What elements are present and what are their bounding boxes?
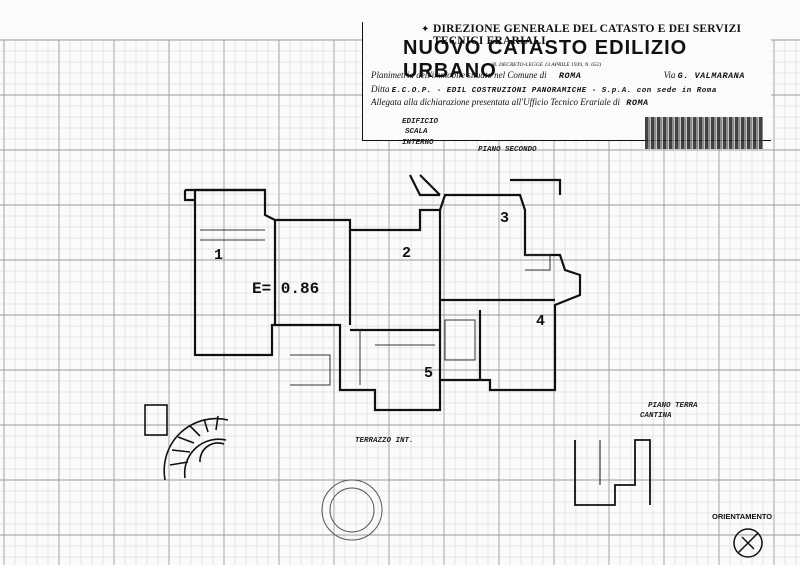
document-title: NUOVO CATASTO EDILIZIO URBANO [403, 37, 688, 82]
balcony-right [510, 178, 562, 195]
emblem-icon: ✦ [421, 24, 430, 35]
comune-value: ROMA [558, 71, 582, 81]
title-block: ✦ DIREZIONE GENERALE DEL CATASTO E DEI S… [362, 22, 771, 141]
room-5-number: 5 [424, 365, 434, 382]
label-ground-floor: PIANO TERRA [648, 402, 698, 410]
bay-window [409, 174, 441, 197]
room-4-number: 4 [536, 313, 546, 330]
room-divider-e [350, 328, 442, 380]
balcony-left [183, 188, 265, 202]
label-terrace: TERRAZZO INT. [355, 437, 414, 445]
label-cellar: CANTINA [640, 412, 672, 420]
office-label: Allegata alla dichiarazione presentata a… [371, 97, 620, 107]
room-3-number: 3 [500, 210, 510, 227]
via-value: G. VALMARANA [677, 71, 745, 81]
ditta-label: Ditta [371, 84, 390, 94]
official-stamp [321, 479, 383, 541]
label-edificio: EDIFICIO [402, 118, 439, 126]
compass-rose [733, 528, 763, 558]
owner-line: Ditta E.C.O.P. - EDIL COSTRUZIONI PANORA… [371, 84, 717, 95]
room-1-number: 1 [214, 247, 224, 264]
ground-floor-cellar [574, 439, 651, 506]
label-orientation: ORIENTAMENTO [712, 512, 773, 521]
office-line: Allegata alla dichiarazione presentata a… [371, 97, 649, 108]
redacted-stamp [645, 117, 763, 149]
spiral-staircase [144, 404, 229, 481]
office-value: ROMA [626, 98, 649, 108]
comune-label: Planimetria dell'immobile situato nel Co… [371, 70, 547, 80]
location-line: Planimetria dell'immobile situato nel Co… [371, 70, 745, 81]
authority-heading: DIREZIONE GENERALE DEL CATASTO E DEI SER… [433, 23, 742, 47]
label-interno: INTERNO [402, 139, 434, 147]
label-floor: PIANO SECONDO [478, 146, 537, 154]
via-label: Via [663, 70, 676, 80]
room-2-number: 2 [402, 245, 412, 262]
ditta-value: E.C.O.P. - EDIL COSTRUZIONI PANORAMICHE … [391, 87, 717, 95]
decree-reference: (R. DECRETO-LEGGE 13 APRILE 1939, N. 652… [491, 62, 602, 68]
area-annotation: E= 0.86 [252, 280, 320, 298]
label-scala: SCALA [405, 128, 428, 136]
